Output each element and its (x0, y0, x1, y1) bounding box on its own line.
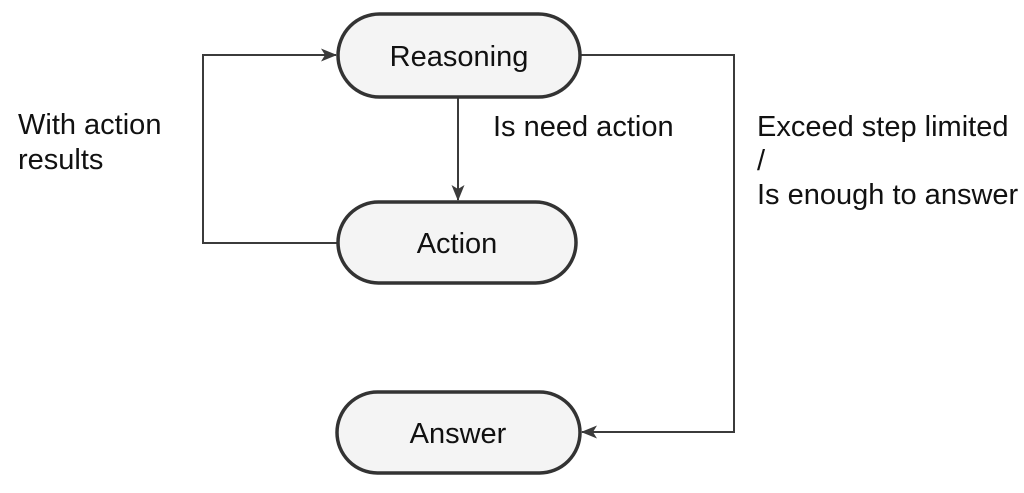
node-answer-label: Answer (410, 418, 507, 450)
edge-reasoning-to-answer (581, 54, 735, 439)
edge-label-with-action-results: With action results (18, 109, 162, 176)
edge-label-is-need-action: Is need action (493, 111, 674, 143)
node-action: Action (336, 200, 578, 285)
node-action-shape (336, 200, 578, 285)
node-reasoning-shape (336, 12, 582, 99)
node-reasoning-label: Reasoning (390, 41, 529, 73)
edge-action-to-reasoning (202, 48, 337, 244)
node-action-label: Action (417, 228, 498, 260)
node-reasoning: Reasoning (336, 12, 582, 99)
node-answer: Answer (335, 390, 582, 475)
edge-label-exceed-step-limited: Exceed step limited / Is enough to answe… (757, 111, 1019, 211)
node-answer-shape (335, 390, 582, 475)
